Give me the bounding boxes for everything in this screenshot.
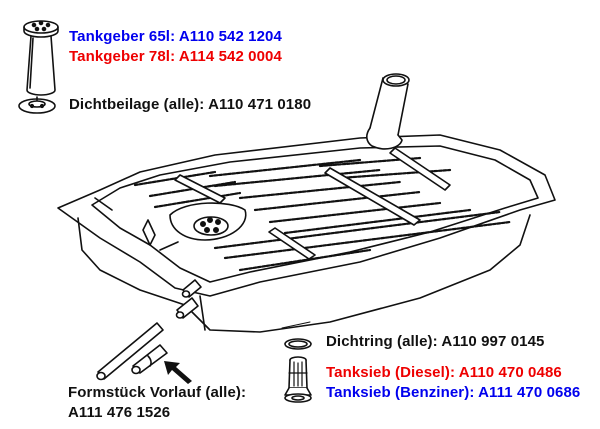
- fuel-level-sender-icon: [18, 20, 59, 114]
- filler-neck-icon: [366, 73, 410, 150]
- label-tanksieb-diesel: Tanksieb (Diesel): A110 470 0486: [326, 364, 562, 381]
- label-dichtbeilage: Dichtbeilage (alle): A110 471 0180: [69, 96, 312, 113]
- pointer-arrow-icon: [164, 361, 192, 384]
- feed-hose-fitting-icon: [96, 322, 168, 381]
- label-tanksieb-benziner: Tanksieb (Benziner): A111 470 0686: [326, 384, 581, 401]
- label-tankgeber-65l: Tankgeber 65l: A110 542 1204: [69, 28, 282, 45]
- label-formstueck-title: Formstück Vorlauf (alle):: [68, 384, 247, 401]
- label-dichtring: Dichtring (alle): A110 997 0145: [326, 333, 545, 350]
- label-formstueck-number: A111 476 1526: [68, 404, 171, 421]
- label-tankgeber-78l: Tankgeber 78l: A114 542 0004: [69, 48, 282, 65]
- fuel-tank-icon: [57, 134, 556, 333]
- tank-strainer-icon: [284, 356, 312, 403]
- sealing-ring-icon: [284, 338, 312, 350]
